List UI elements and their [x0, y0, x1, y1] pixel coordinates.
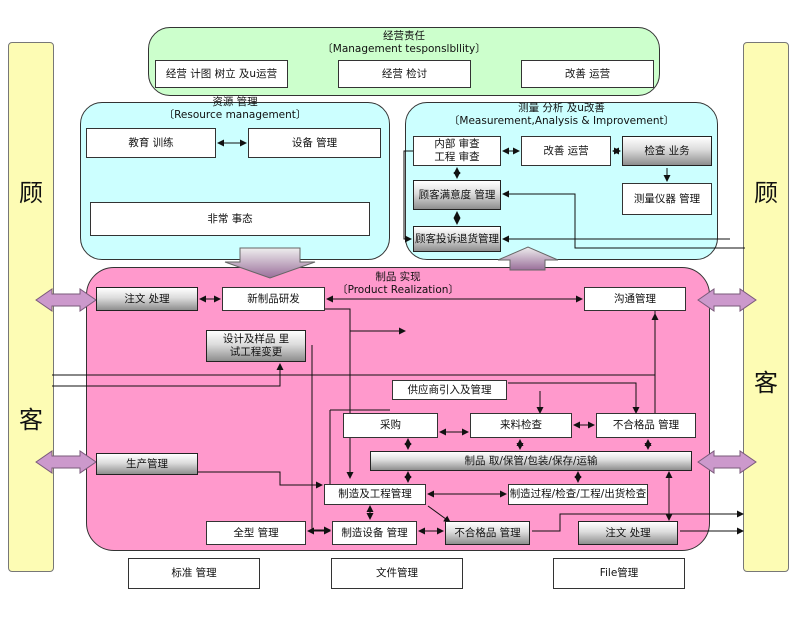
nonconforming-product-box: 不合格品 管理	[445, 521, 530, 545]
measurement-title: 测量 分析 及u改善	[518, 102, 605, 114]
customer-panel-right: 顾 客	[743, 42, 789, 572]
production-mgmt-box: 生产管理	[96, 453, 198, 475]
customer-left-char1: 顾	[19, 179, 43, 207]
management-plan-box: 经营 计图 树立 及u运营	[155, 60, 288, 88]
improvement-ops-box: 改善 运营	[521, 136, 611, 166]
customer-right-char1: 顾	[754, 179, 778, 207]
order-processing-out-box: 注文 处理	[578, 521, 678, 545]
supplier-mgmt-box: 供应商引入及管理	[392, 380, 507, 400]
order-processing-box: 注文 处理	[96, 287, 198, 311]
customer-satisfaction-box: 顾客满意度 管理	[413, 180, 501, 210]
measurement-subtitle: 〔Measurement,Analysis & Improvement〕	[448, 115, 675, 127]
management-improve-box: 改善 运营	[521, 60, 654, 88]
management-title: 经营责任	[383, 30, 425, 42]
customer-left-char2: 客	[19, 406, 43, 434]
resource-to-product-arrow	[224, 247, 316, 279]
file-mgmt-box: File管理	[553, 558, 685, 589]
left-lower-side-arrow	[35, 450, 97, 474]
process-inspection-box: 制造过程/检查/工程/出货检查	[508, 484, 648, 505]
right-upper-side-arrow	[697, 288, 757, 312]
purchasing-box: 采购	[343, 413, 438, 438]
communication-mgmt-box: 沟通管理	[584, 287, 686, 311]
product-handling-box: 制品 取/保管/包装/保存/运输	[370, 451, 692, 471]
nonconforming-mgmt-box: 不合格品 管理	[596, 413, 696, 438]
product-to-measurement-arrow	[497, 246, 559, 271]
left-upper-side-arrow	[35, 288, 97, 312]
inspection-box: 检查 业务	[622, 136, 712, 166]
design-sample-box: 设计及样品 里 试工程变更	[206, 330, 306, 362]
new-product-dev-box: 新制品研发	[222, 287, 325, 311]
resource-subtitle: 〔Resource management〕	[163, 109, 307, 121]
training-box: 教育 训练	[86, 128, 216, 158]
internal-audit-box: 内部 审查 工程 审查	[413, 136, 501, 166]
standard-mgmt-box: 标准 管理	[128, 558, 260, 589]
document-mgmt-box: 文件管理	[331, 558, 463, 589]
customer-right-char2: 客	[754, 369, 778, 397]
resource-title: 资源 管理	[212, 96, 258, 108]
management-review-box: 经营 检讨	[338, 60, 471, 88]
manufacturing-mgmt-box: 制造及工程管理	[324, 484, 426, 505]
measuring-instrument-box: 测量仪器 管理	[622, 183, 712, 215]
mold-mgmt-box: 全型 管理	[206, 521, 306, 545]
equipment-mgmt-box: 设备 管理	[248, 128, 381, 158]
management-subtitle: 〔Management tesponslbllity〕	[322, 43, 486, 55]
emergency-box: 非常 事态	[90, 202, 370, 236]
right-lower-side-arrow	[697, 450, 757, 474]
product-subtitle: 〔Product Realization〕	[337, 284, 459, 296]
product-title: 制品 实现	[375, 271, 421, 283]
incoming-inspection-box: 来料检查	[470, 413, 572, 438]
customer-complaint-box: 顾客投诉退货管理	[413, 226, 501, 252]
mfg-equipment-box: 制造设备 管理	[332, 521, 417, 545]
